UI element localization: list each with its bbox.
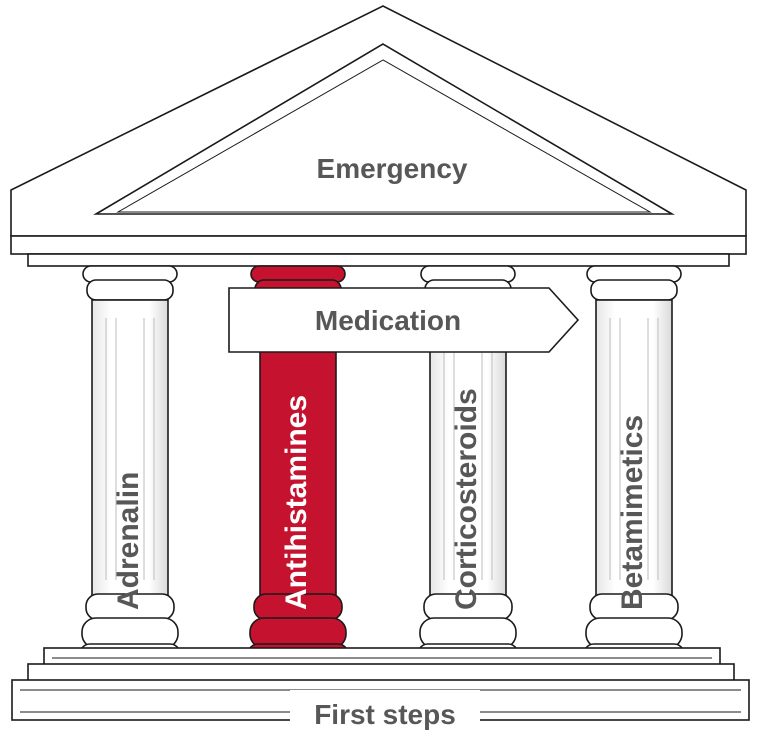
roof-inner — [93, 43, 675, 215]
pillar-label: Betamimetics — [616, 415, 649, 610]
banner-shape — [228, 287, 580, 353]
base-steps — [11, 647, 750, 730]
pillar-capital-ring — [86, 279, 174, 301]
base-label: First steps — [314, 699, 456, 730]
pillar-shaft — [595, 299, 673, 597]
pillar-label: Antihistamines — [280, 395, 313, 610]
pillar-capital-ring — [590, 279, 678, 301]
base-label-bg — [290, 690, 480, 730]
entablature-bottom — [27, 253, 730, 267]
pillar-shaft — [91, 299, 169, 597]
pillar-label: Adrenalin — [112, 472, 145, 610]
roof — [10, 5, 747, 267]
banner-label: Medication — [315, 305, 461, 336]
pillar — [583, 265, 685, 669]
roof-label: Emergency — [317, 153, 468, 184]
pillar-label: Corticosteroids — [450, 388, 483, 610]
medication-banner: Medication — [228, 287, 580, 353]
roof-inner-line — [116, 59, 652, 213]
entablature-top — [10, 235, 747, 255]
